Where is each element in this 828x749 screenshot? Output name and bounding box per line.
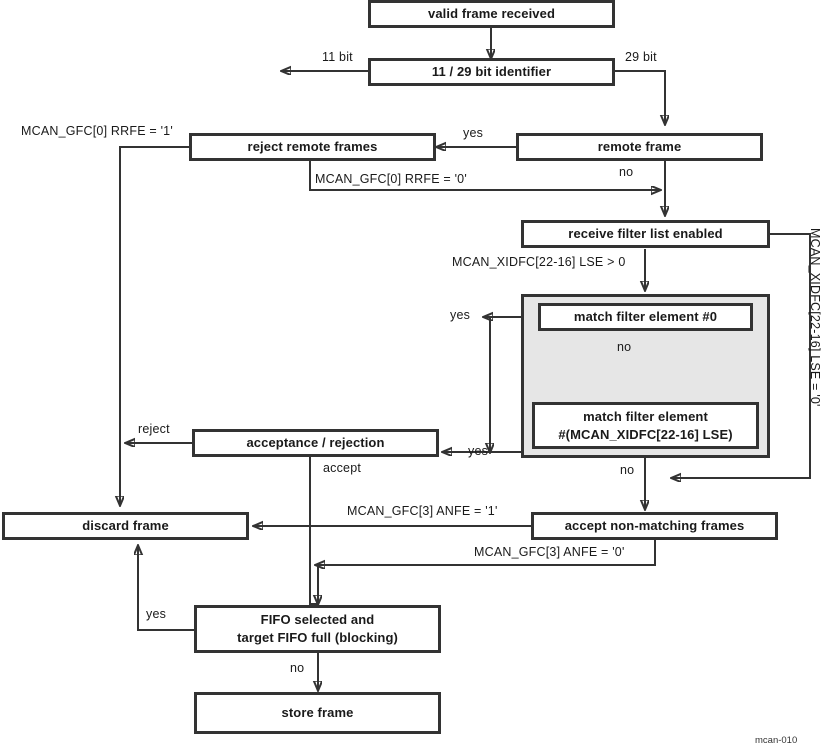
node-label-line2: target FIFO full (blocking) [237,630,398,645]
edge-label-remote-frame-yes: yes [463,126,484,140]
edge-label-match-filter-0-no: no [617,340,632,354]
node-remote-frame[interactable]: remote frame [516,133,763,161]
edge-label-accept: accept [323,461,362,475]
node-discard-frame[interactable]: discard frame [2,512,249,540]
edge-label-match-filter-n-yes: yes [468,444,489,458]
node-label: receive filter list enabled [568,225,723,241]
node-label: store frame [281,704,354,720]
node-accept-non-matching-frames[interactable]: accept non-matching frames [531,512,778,540]
edge-label-rrfe-0: MCAN_GFC[0] RRFE = '0' [315,172,467,186]
edge-label-match-filter-0-yes: yes [450,308,471,322]
edge-label-anfe-1: MCAN_GFC[3] ANFE = '1' [347,504,498,518]
edge-label-29-bit: 29 bit [625,50,657,64]
edge-label-fifo-no: no [290,661,305,675]
node-label-line1: match filter element [583,408,708,424]
node-label-line2: #(MCAN_XIDFC[22-16] LSE) [558,426,733,442]
node-label: match filter element #0 [573,308,718,324]
node-match-filter-element-n[interactable]: match filter element #(MCAN_XIDFC[22-16]… [532,402,759,449]
node-bit-identifier[interactable]: 11 / 29 bit identifier [368,58,615,86]
node-label: reject remote frames [247,138,378,154]
node-label: accept non-matching frames [564,517,745,533]
node-receive-filter-list-enabled[interactable]: receive filter list enabled [521,220,770,248]
node-valid-frame-received[interactable]: valid frame received [368,0,615,28]
node-label-line1: FIFO selected and [260,612,375,628]
node-label: valid frame received [427,5,556,21]
figure-caption: mcan-010 [755,735,798,746]
node-acceptance-rejection[interactable]: acceptance / rejection [192,429,439,457]
edge-label-lse-equals-zero: MCAN_XIDFC[22-16] LSE = '0' [808,228,822,407]
node-label: remote frame [597,138,682,154]
edge-label-anfe-0: MCAN_GFC[3] ANFE = '0' [474,545,625,559]
edge-label-remote-frame-no: no [619,165,634,179]
edge-label-fifo-yes: yes [146,607,167,621]
node-fifo-selected-full[interactable]: FIFO selected and target FIFO full (bloc… [194,605,441,653]
node-match-filter-element-0[interactable]: match filter element #0 [538,303,753,331]
node-reject-remote-frames[interactable]: reject remote frames [189,133,436,161]
node-store-frame[interactable]: store frame [194,692,441,734]
edge-label-lse-greater-zero: MCAN_XIDFC[22-16] LSE > 0 [452,255,626,269]
node-label: 11 / 29 bit identifier [431,63,552,79]
edge-label-11-bit: 11 bit [322,50,353,64]
edge-label-rrfe-1: MCAN_GFC[0] RRFE = '1' [21,124,173,138]
node-label: discard frame [82,517,169,533]
edge-label-match-filter-n-no: no [620,463,635,477]
node-label: acceptance / rejection [246,434,385,450]
edge-label-reject: reject [138,422,170,436]
